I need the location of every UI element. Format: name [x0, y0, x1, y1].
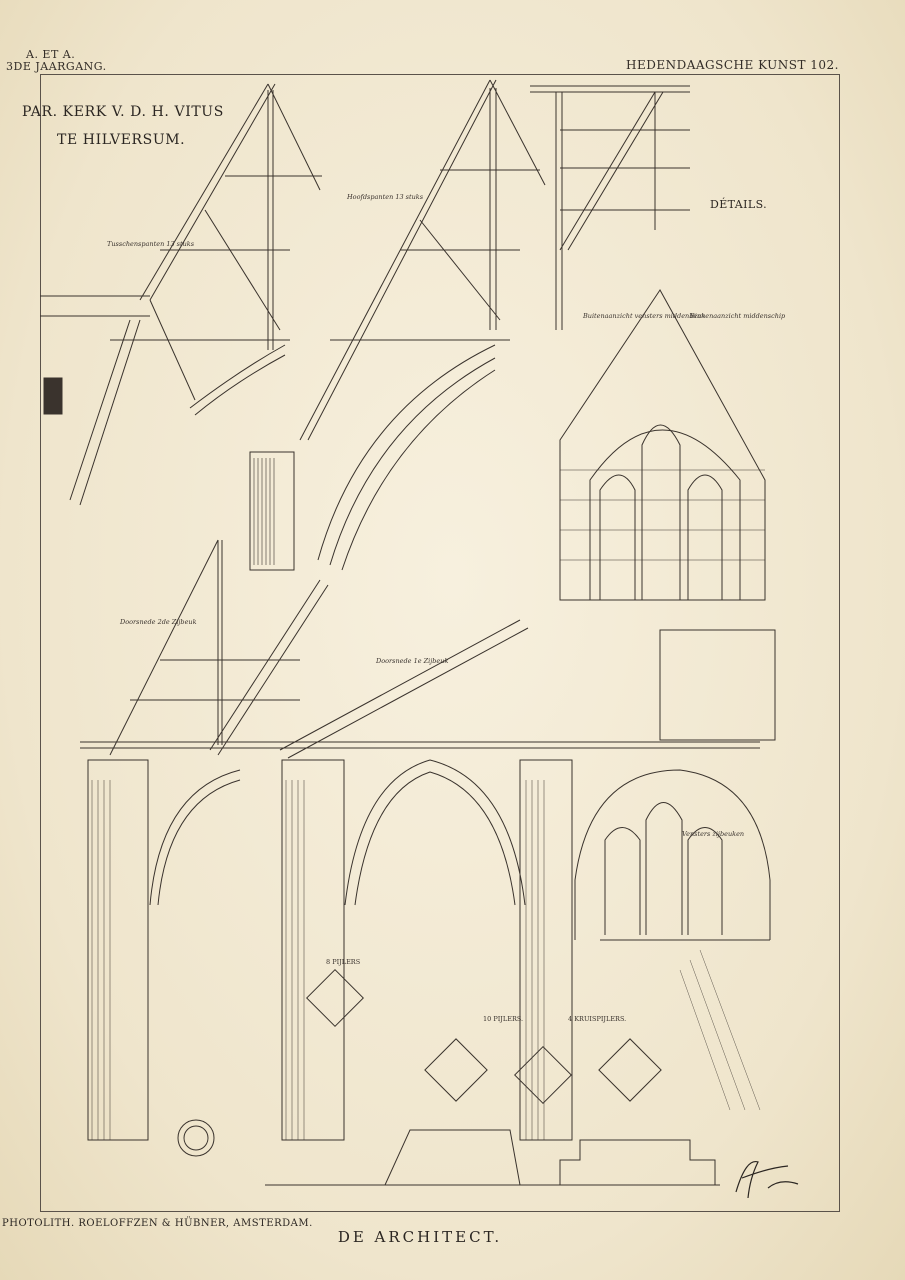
label-doorsnede-1: Doorsnede 1e Zijbeuk — [376, 657, 449, 665]
label-binnenaanzicht: Binnenaanzicht middenschip — [690, 312, 786, 320]
detail-truss-top — [530, 85, 690, 330]
page-title-line2: TE HILVERSUM. — [57, 132, 186, 148]
tusschenspant-truss — [40, 83, 322, 506]
label-pijlers-10: 10 PIJLERS. — [483, 1015, 524, 1023]
header-publication: A. ET A. — [26, 48, 76, 61]
hoofdspant-truss — [249, 79, 546, 571]
header-plate-title: HEDENDAAGSCHE KUNST 102. — [626, 58, 839, 72]
page-title-line1: PAR. KERK V. D. H. VITUS — [22, 104, 224, 120]
label-hoofdspanten: Hoofdspanten 13 stuks — [347, 193, 424, 201]
label-buitenaanzicht: Buitenaanzicht vensters middenbeuk — [583, 312, 706, 320]
gable-elevation — [559, 289, 766, 601]
label-vensters: Vensters zijbeuken — [682, 830, 745, 838]
label-pijlers-8: 8 PIJLERS — [326, 958, 361, 966]
aisle-trusses — [80, 539, 760, 759]
artist-signature — [735, 1160, 799, 1199]
header-volume: 3DE JAARGANG. — [6, 60, 107, 73]
aisle-window-elevation — [574, 629, 776, 941]
publication-name: DE ARCHITECT. — [337, 1228, 503, 1246]
label-tusschenspanten: Tusschenspanten 13 stuks — [107, 240, 195, 248]
pier-plans — [177, 969, 720, 1186]
plate-border — [40, 74, 840, 1212]
nave-arcades — [87, 759, 573, 1141]
label-kruispijlers: 4 KRUISPIJLERS. — [568, 1015, 627, 1023]
details-label: DÉTAILS. — [710, 198, 768, 211]
stone-texture — [679, 949, 761, 1111]
printer-credit: PHOTOLITH. ROELOFFZEN & HÜBNER, AMSTERDA… — [2, 1218, 313, 1229]
label-doorsnede-2: Doorsnede 2de Zijbeuk — [120, 618, 197, 626]
